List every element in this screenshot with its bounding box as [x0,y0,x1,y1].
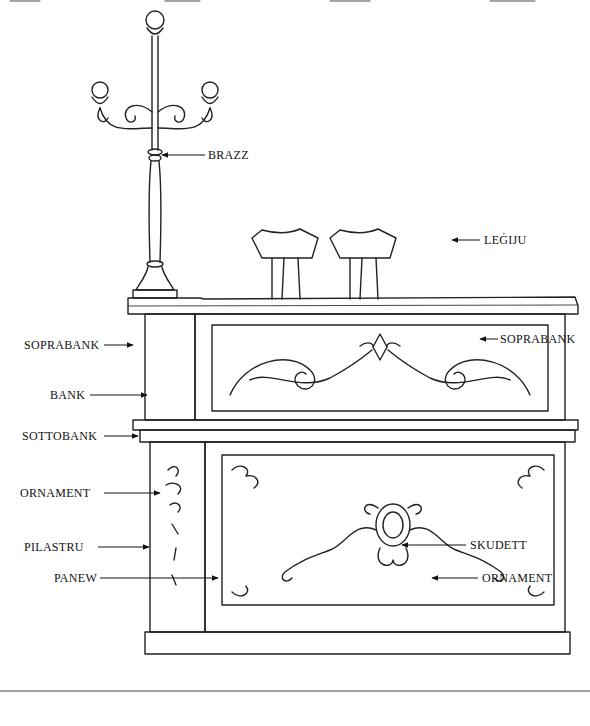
shield [376,504,410,546]
lower-panel [205,442,565,632]
music-stand-board [252,229,318,258]
pilaster [150,442,205,632]
leader-arrow [104,436,138,437]
part-label: BANK [50,388,85,402]
frame-rule [10,1,40,2]
stem-ring [148,149,162,155]
lamp-stem [152,36,158,150]
leader-arrow [104,345,133,346]
pedestal-block [145,314,195,420]
lamp-scroll [158,105,185,122]
shield-scroll [365,504,422,514]
lamp-cup [92,97,108,104]
lower-body [145,442,570,654]
part-label: SOTTOBANK [22,429,97,443]
rail-moulding [133,420,578,430]
scroll-ornament [360,343,400,347]
frame-rule [490,1,535,2]
shield-scroll [282,528,376,581]
leader-arrow [162,155,205,156]
lower-inner-panel [222,455,554,605]
part-label: ORNAMENT [482,571,552,585]
music-stands [252,229,396,299]
lamp-scroll [125,105,152,122]
part-label: SOPRABANK [24,338,99,352]
lamp-scroll [202,108,212,122]
corner-ornament [232,586,248,596]
part-label: PANEW [54,571,97,585]
stem-ring [147,261,163,267]
leader-arrow [452,240,480,241]
corner-ornament [518,466,544,488]
frame-rule [330,1,370,2]
lamp-foot [133,290,177,298]
rail-moulding [128,297,578,314]
lamp-globe [146,11,164,29]
part-label: LEĠIJU [484,233,526,247]
part-label: SOPRABANK [500,332,575,346]
rail-line [128,305,578,306]
music-stand-board [330,229,396,258]
frame-rule [165,1,200,2]
lower-rail [133,420,578,442]
scroll-ornament [373,334,387,360]
leader-arrow [402,545,466,546]
shield-scroll [378,548,408,565]
lamp-globe [92,82,108,98]
leader-arrow [480,339,498,340]
lamp-shaft [149,161,161,262]
upper-panel [195,314,565,420]
leader-arrow [100,578,218,579]
stem-ring [149,155,161,161]
part-label: SKUDETT [470,538,527,552]
lamp-cup [202,97,218,104]
corner-ornament [232,466,258,488]
top-rail [128,297,578,314]
leader-arrow [432,578,478,579]
plinth [145,632,570,654]
leader-arrows [90,155,498,578]
frame-rule [0,691,590,692]
lamp-cup [147,28,163,34]
rail-moulding [140,430,575,442]
shield [383,512,403,538]
lamp-globe [202,82,218,98]
upper-inner-panel [212,325,548,411]
lamp-post [92,11,218,298]
upper-body [145,314,565,420]
pilaster-ornament [166,467,181,585]
part-label: ORNAMENT [20,486,90,500]
lamp-base [136,267,174,290]
leader-arrow [98,547,149,548]
scroll-ornament [388,350,510,383]
music-stand-legs [350,258,378,299]
leader-arrow [90,395,147,396]
corner-ornament [528,586,544,596]
lamp-scroll [98,108,108,122]
music-stand-legs [272,258,300,299]
leader-arrow [104,493,160,494]
part-label: BRAZZ [208,148,249,162]
part-label: PILASTRU [24,540,84,554]
scroll-ornament [250,350,372,383]
